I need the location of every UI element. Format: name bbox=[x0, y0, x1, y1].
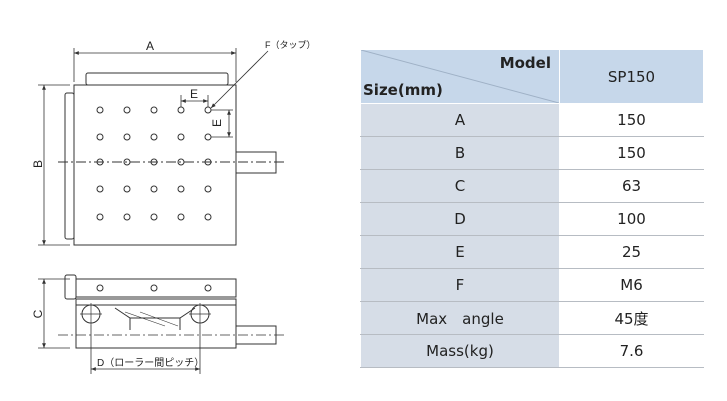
label-f: F（タップ） bbox=[265, 40, 316, 50]
dimension-e-vertical bbox=[211, 109, 233, 138]
row-label: D bbox=[360, 202, 560, 236]
spec-table: Model Size(mm) SP150 A 150 B 150 C 63 D … bbox=[360, 49, 704, 368]
label-d: D（ローラー間ピッチ） bbox=[97, 357, 204, 369]
row-value: 100 bbox=[559, 202, 704, 236]
leader-f bbox=[210, 50, 269, 109]
dimension-e-horizontal bbox=[180, 95, 209, 107]
header-diagonal-cell: Model Size(mm) bbox=[360, 49, 560, 104]
header-model: Model bbox=[499, 54, 551, 72]
table-row: E 25 bbox=[360, 235, 704, 269]
side-groove bbox=[114, 307, 196, 319]
row-value: M6 bbox=[559, 268, 704, 302]
top-rail bbox=[85, 72, 229, 86]
row-value: 45度 bbox=[559, 301, 704, 335]
table-row: B 150 bbox=[360, 136, 704, 170]
header-size: Size(mm) bbox=[363, 81, 443, 99]
top-view bbox=[58, 72, 285, 246]
side-top-plate bbox=[75, 278, 237, 298]
row-label: Max angle bbox=[360, 301, 560, 335]
tap-holes bbox=[96, 106, 212, 221]
row-label: Mass(kg) bbox=[360, 334, 560, 368]
dimension-b bbox=[38, 84, 70, 246]
row-label: C bbox=[360, 169, 560, 203]
table-row: Max angle 45度 bbox=[360, 301, 704, 335]
table-row: F M6 bbox=[360, 268, 704, 302]
header-row: Model Size(mm) SP150 bbox=[360, 49, 704, 104]
header-model-name: SP150 bbox=[559, 49, 704, 104]
left-rail bbox=[64, 92, 75, 240]
row-value: 63 bbox=[559, 169, 704, 203]
label-e-horizontal: E bbox=[190, 87, 198, 101]
row-value: 7.6 bbox=[559, 334, 704, 368]
row-label: B bbox=[360, 136, 560, 170]
table-row: D 100 bbox=[360, 202, 704, 236]
side-view bbox=[58, 274, 285, 349]
technical-drawing: A B E E F（タップ） bbox=[31, 39, 316, 374]
table-row: C 63 bbox=[360, 169, 704, 203]
label-e-vertical: E bbox=[210, 119, 224, 127]
label-a: A bbox=[146, 39, 154, 53]
table-row: A 150 bbox=[360, 103, 704, 137]
dimension-a bbox=[73, 48, 237, 82]
row-label: E bbox=[360, 235, 560, 269]
row-value: 150 bbox=[559, 103, 704, 137]
label-b: B bbox=[31, 160, 45, 168]
row-label: F bbox=[360, 268, 560, 302]
table-row: Mass(kg) 7.6 bbox=[360, 334, 704, 368]
row-value: 25 bbox=[559, 235, 704, 269]
row-label: A bbox=[360, 103, 560, 137]
dimension-d bbox=[90, 325, 201, 374]
row-value: 150 bbox=[559, 136, 704, 170]
label-c: C bbox=[31, 309, 45, 318]
dimension-c bbox=[38, 278, 70, 349]
side-left-cap bbox=[64, 274, 77, 300]
diagonal-line bbox=[361, 50, 559, 103]
side-base bbox=[75, 298, 237, 349]
